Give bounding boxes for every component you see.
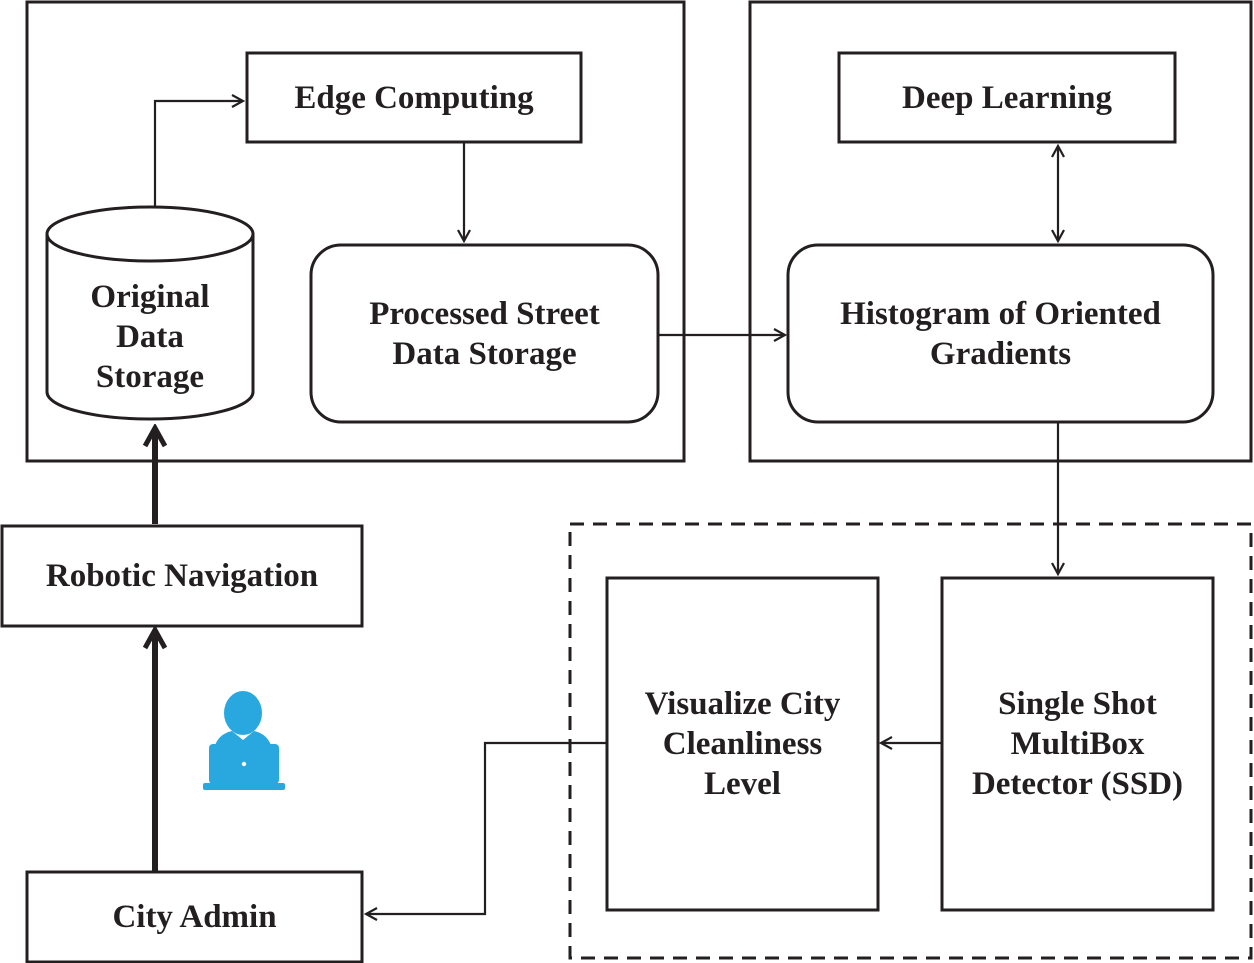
city-admin-label: City Admin xyxy=(112,899,277,935)
deep-learning-box xyxy=(837,51,1177,144)
ssd-box xyxy=(940,576,1215,912)
arrow-storage-to-edge xyxy=(153,101,243,207)
edge-computing-label: Edge Computing xyxy=(294,79,534,116)
processed-storage-label: Processed Street Data Storage xyxy=(369,295,600,372)
robotic-navigation-label: Robotic Navigation xyxy=(45,558,319,594)
visualize-box xyxy=(605,576,880,912)
deep-learning-label: Deep Learning xyxy=(902,79,1112,116)
visualize-label: Visualize City Cleanliness Level xyxy=(644,686,841,802)
hog-box xyxy=(786,243,1215,424)
detection-group-dashed xyxy=(568,522,1253,960)
city-admin-box xyxy=(25,870,364,963)
arrow-visualize-to-admin xyxy=(366,741,606,914)
original-storage-label: Original Data Storage xyxy=(90,279,210,395)
person-at-laptop-icon xyxy=(203,691,285,790)
robotic-navigation-box xyxy=(0,524,364,628)
ssd-label: Single Shot MultiBox Detector (SSD) xyxy=(971,686,1184,802)
edge-computing-box xyxy=(245,51,583,144)
hog-label: Histogram of Oriented Gradients xyxy=(840,295,1161,372)
original-storage-cylinder xyxy=(45,205,255,421)
learning-group xyxy=(748,0,1253,463)
processed-storage-box xyxy=(309,243,660,424)
edge-storage-group xyxy=(25,0,686,463)
